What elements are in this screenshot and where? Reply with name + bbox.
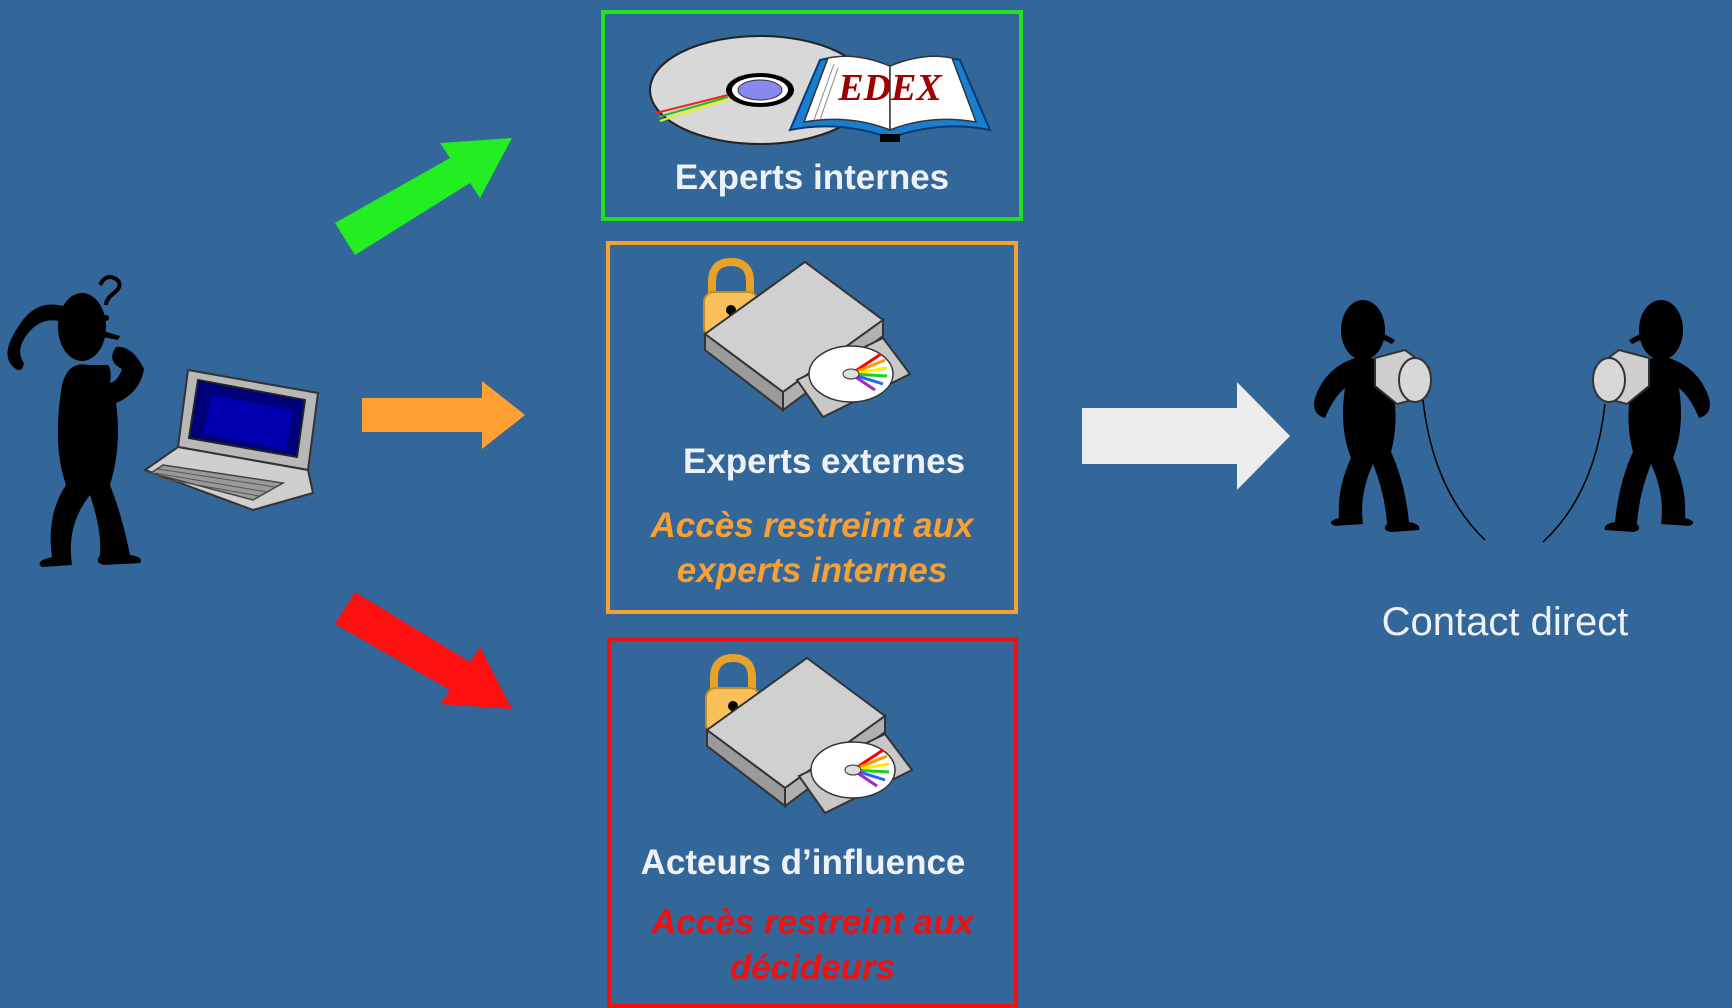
white-arrow: [1082, 382, 1290, 490]
book-title: EDEX: [838, 67, 942, 109]
influence-note-line1: Accès restreint aux: [651, 903, 974, 942]
influence-actors-box: [607, 637, 1018, 1008]
thinking-person-icon: [7, 275, 144, 567]
tin-can-phone-icon: [1314, 300, 1710, 543]
cd-drive-icon: [705, 656, 914, 815]
external-experts-title: Experts externes: [682, 442, 966, 481]
internal-experts-title: Experts internes: [674, 158, 950, 197]
orange-arrow: [362, 381, 525, 449]
book-icon: [788, 55, 992, 142]
red-arrow: [335, 592, 512, 709]
laptop-icon: [142, 368, 320, 512]
influence-actors-title: Acteurs d’influence: [640, 843, 966, 882]
external-note-line1: Accès restreint aux: [650, 506, 974, 545]
cd-drive-icon: [703, 260, 912, 419]
internal-experts-box: [601, 10, 1023, 221]
external-note-line2: experts internes: [676, 551, 948, 590]
influence-note-line2: décideurs: [729, 948, 896, 987]
green-arrow: [335, 138, 512, 255]
contact-direct-label: Contact direct: [1381, 600, 1629, 644]
external-experts-box: [606, 241, 1018, 614]
